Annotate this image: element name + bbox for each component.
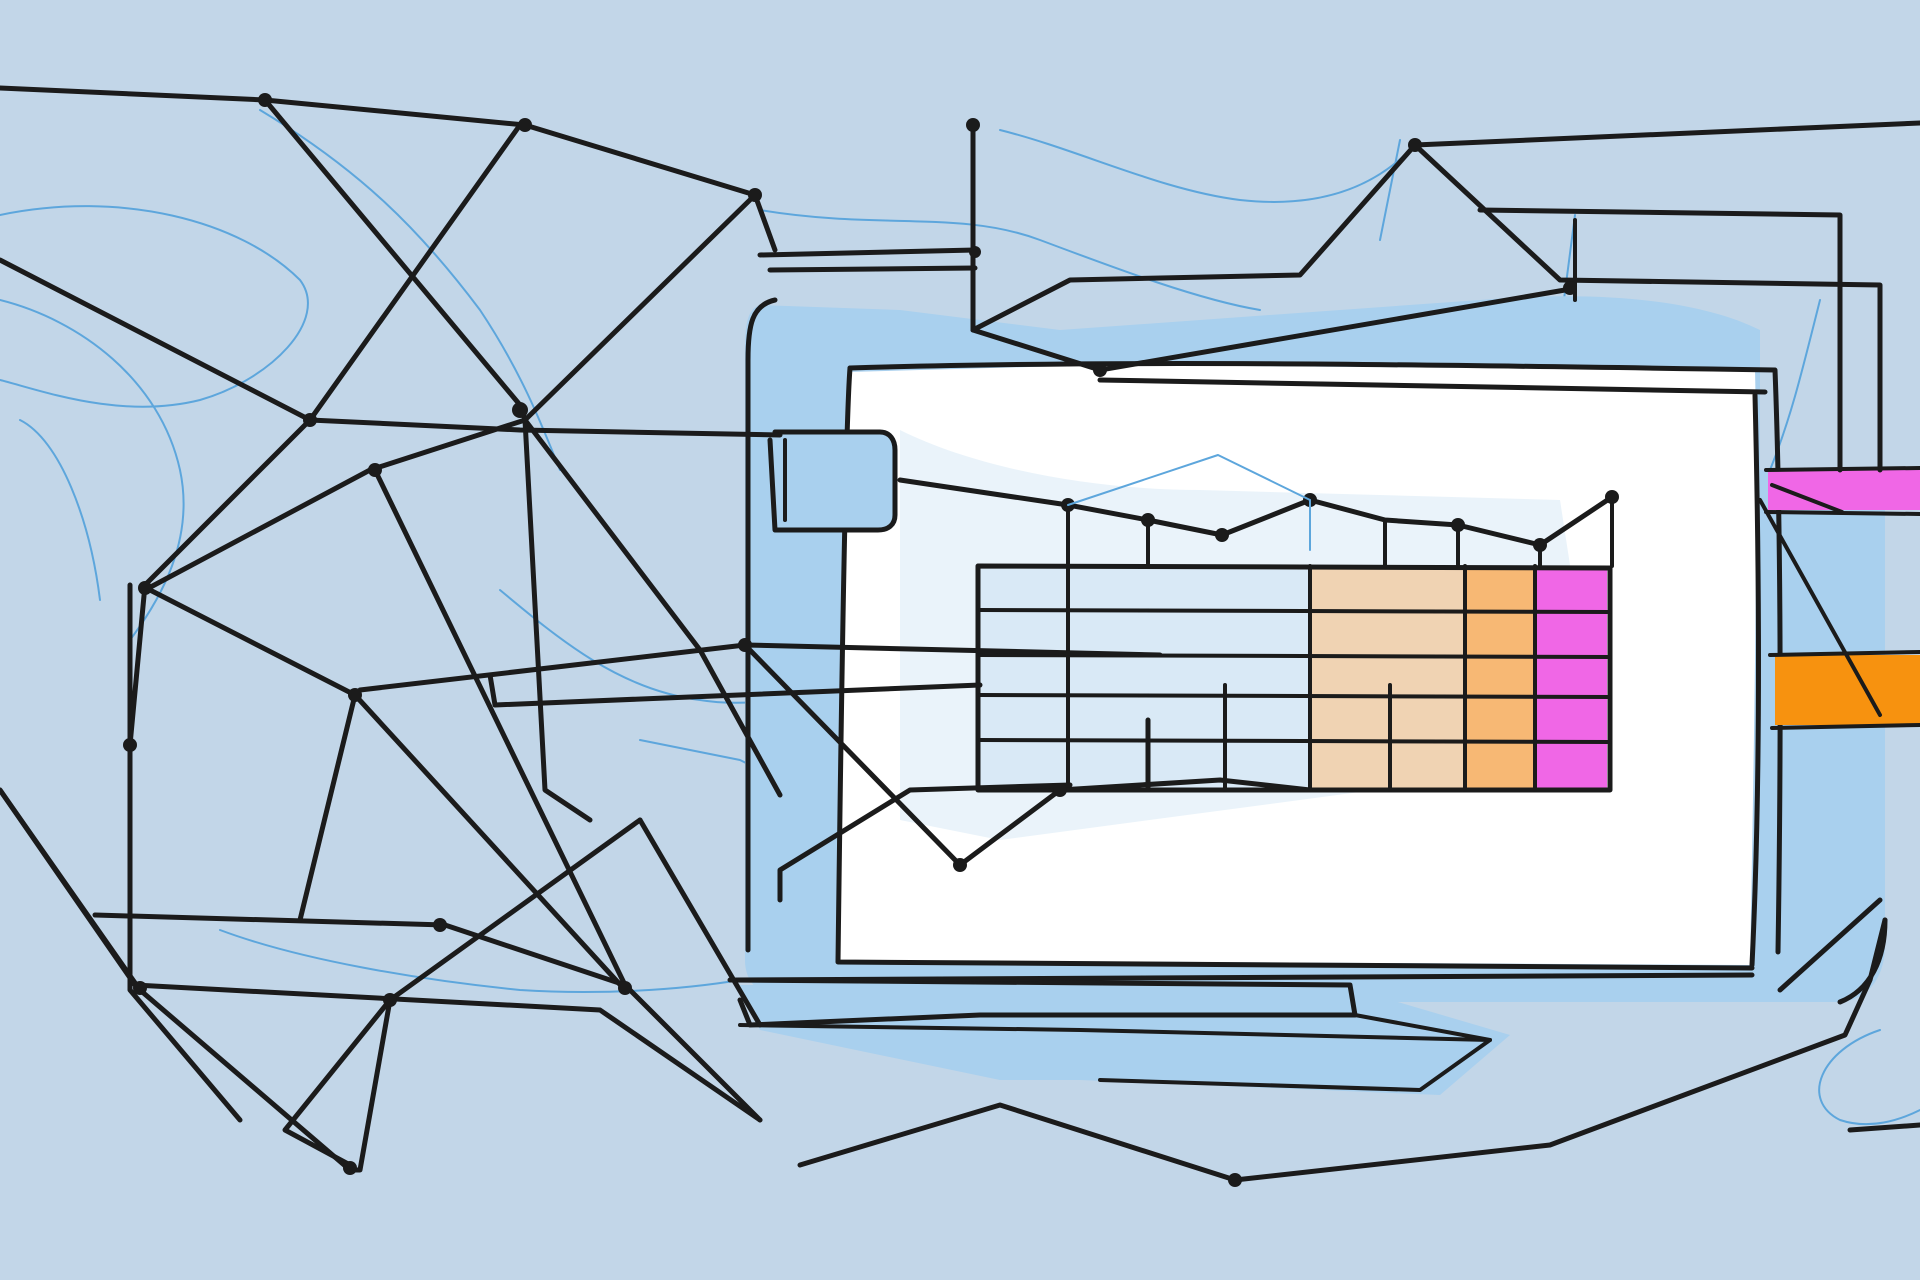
color-bar-icon: [1758, 466, 1920, 730]
cell-magenta: [1535, 568, 1607, 788]
network-mesh-icon: [0, 85, 1313, 1175]
top-frame-lines: [757, 118, 1920, 473]
hinge-tab: [767, 429, 898, 533]
spreadsheet-grid-icon: [975, 563, 1613, 793]
line-trend-icon: [897, 454, 1619, 568]
bar-magenta: [1768, 470, 1920, 510]
bottom-sweep-lines: [797, 897, 1920, 1187]
cell-orange: [1465, 568, 1535, 788]
bar-orange: [1775, 655, 1920, 725]
cell-tan: [1310, 568, 1465, 788]
